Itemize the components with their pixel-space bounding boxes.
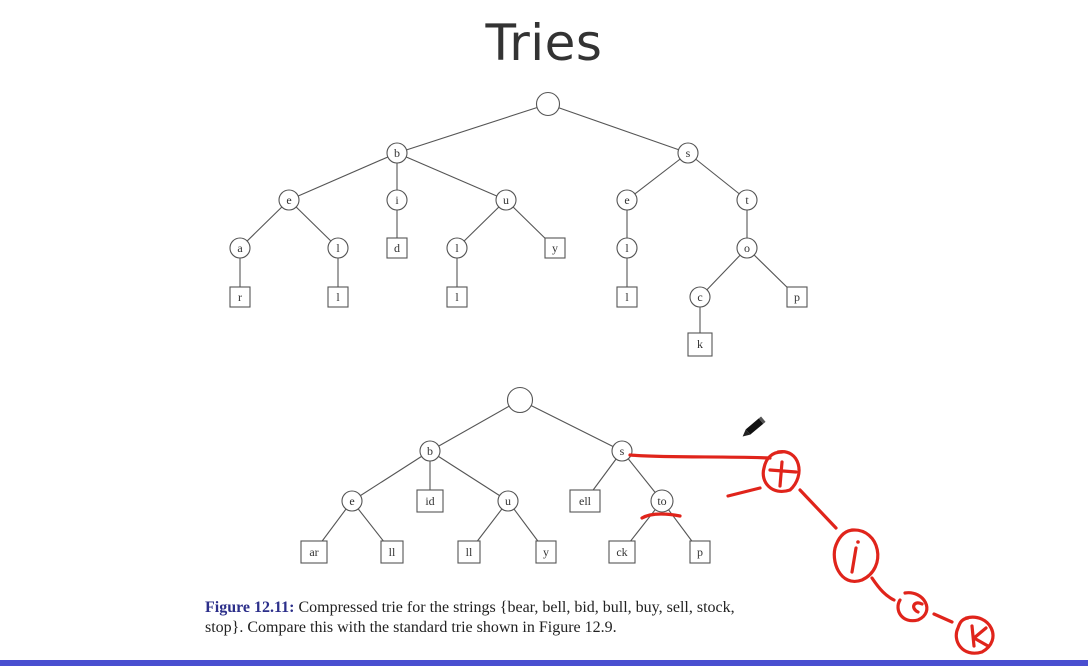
svg-text:u: u bbox=[505, 494, 511, 508]
trie-leaf-r: r bbox=[229, 286, 251, 308]
ctrie-node-to: to bbox=[650, 489, 674, 513]
svg-text:c: c bbox=[697, 290, 702, 304]
svg-text:e: e bbox=[349, 494, 354, 508]
svg-text:u: u bbox=[503, 193, 509, 207]
ctrie-node-b: b bbox=[419, 440, 441, 462]
svg-text:y: y bbox=[552, 241, 558, 255]
trie-leaf-l-3: l bbox=[616, 286, 638, 308]
trie-node-i: i bbox=[386, 189, 408, 211]
svg-text:l: l bbox=[455, 290, 459, 304]
trie-node-b: b bbox=[386, 142, 408, 164]
svg-text:p: p bbox=[794, 290, 800, 304]
compressed-trie-nodes: b s e id u ell to ar bbox=[300, 386, 711, 564]
figure-label: Figure 12.11: bbox=[205, 599, 295, 616]
trie-leaf-k: k bbox=[687, 332, 713, 357]
ctrie-leaf-ll-2: ll bbox=[457, 540, 481, 564]
ctrie-node-s: s bbox=[611, 440, 633, 462]
svg-text:o: o bbox=[744, 241, 750, 255]
svg-text:r: r bbox=[238, 290, 242, 304]
ctrie-leaf-p: p bbox=[689, 540, 711, 564]
trie-leaf-y: y bbox=[544, 237, 566, 259]
svg-text:k: k bbox=[697, 337, 703, 351]
caption-line-2: stop}. Compare this with the standard tr… bbox=[205, 619, 617, 636]
ink-strike-to bbox=[640, 512, 682, 520]
svg-text:ll: ll bbox=[389, 545, 396, 559]
svg-text:ll: ll bbox=[466, 545, 473, 559]
standard-trie-nodes: b s e i u e t a bbox=[229, 91, 808, 357]
ctrie-node-u: u bbox=[497, 490, 519, 512]
svg-text:l: l bbox=[455, 241, 459, 255]
ink-line-from-s bbox=[628, 453, 772, 460]
svg-text:y: y bbox=[543, 545, 549, 559]
caption-line-1: Compressed trie for the strings {bear, b… bbox=[298, 599, 735, 616]
ink-node-i bbox=[832, 528, 880, 583]
ctrie-leaf-y: y bbox=[535, 540, 557, 564]
ctrie-leaf-id: id bbox=[416, 489, 444, 513]
ctrie-leaf-ell: ell bbox=[569, 489, 601, 513]
ctrie-leaf-ar: ar bbox=[300, 540, 328, 564]
svg-text:s: s bbox=[686, 146, 691, 160]
trie-node-u: u bbox=[495, 189, 517, 211]
standard-trie-edges bbox=[239, 103, 798, 344]
svg-text:l: l bbox=[336, 290, 340, 304]
bottom-accent-bar bbox=[0, 660, 1088, 666]
figure-caption: Figure 12.11: Compressed trie for the st… bbox=[205, 598, 825, 638]
compressed-trie-edges bbox=[313, 399, 701, 553]
pen-cursor-icon bbox=[742, 416, 766, 437]
svg-text:d: d bbox=[394, 241, 400, 255]
svg-text:p: p bbox=[697, 545, 703, 559]
svg-text:ell: ell bbox=[579, 494, 592, 508]
trie-node-l-2: l bbox=[446, 237, 468, 259]
trie-node-e: e bbox=[278, 189, 300, 211]
trie-node-root bbox=[535, 91, 561, 117]
ink-annotations bbox=[628, 450, 995, 655]
trie-leaf-l-2: l bbox=[446, 286, 468, 308]
svg-text:l: l bbox=[625, 241, 629, 255]
svg-text:a: a bbox=[237, 241, 243, 255]
svg-text:t: t bbox=[745, 193, 749, 207]
trie-node-l: l bbox=[327, 237, 349, 259]
svg-text:ck: ck bbox=[616, 545, 627, 559]
svg-text:l: l bbox=[625, 290, 629, 304]
trie-leaf-l: l bbox=[327, 286, 349, 308]
trie-node-s: s bbox=[677, 142, 699, 164]
svg-text:id: id bbox=[425, 494, 434, 508]
svg-text:to: to bbox=[657, 494, 666, 508]
trie-node-a: a bbox=[229, 237, 251, 259]
svg-text:e: e bbox=[286, 193, 291, 207]
svg-text:ar: ar bbox=[309, 545, 318, 559]
ink-node-c bbox=[896, 591, 929, 623]
svg-text:b: b bbox=[427, 444, 433, 458]
trie-node-l-3: l bbox=[616, 237, 638, 259]
ctrie-leaf-ck: ck bbox=[608, 540, 636, 564]
ctrie-node-e: e bbox=[341, 490, 363, 512]
ctrie-leaf-ll: ll bbox=[380, 540, 404, 564]
ink-dash-to-t bbox=[726, 486, 762, 498]
slide-title: Tries bbox=[485, 14, 603, 72]
ink-node-t bbox=[761, 450, 801, 493]
trie-leaf-d: d bbox=[386, 237, 408, 259]
svg-text:i: i bbox=[395, 193, 399, 207]
ctrie-node-root bbox=[506, 386, 534, 414]
svg-text:e: e bbox=[624, 193, 629, 207]
trie-node-e-2: e bbox=[616, 189, 638, 211]
ink-node-k bbox=[954, 615, 995, 655]
trie-node-o: o bbox=[736, 237, 758, 259]
trie-leaf-p: p bbox=[786, 286, 808, 308]
svg-text:b: b bbox=[394, 146, 400, 160]
trie-node-c: c bbox=[689, 286, 711, 308]
trie-node-t: t bbox=[736, 189, 758, 211]
svg-text:l: l bbox=[336, 241, 340, 255]
svg-text:s: s bbox=[620, 444, 625, 458]
